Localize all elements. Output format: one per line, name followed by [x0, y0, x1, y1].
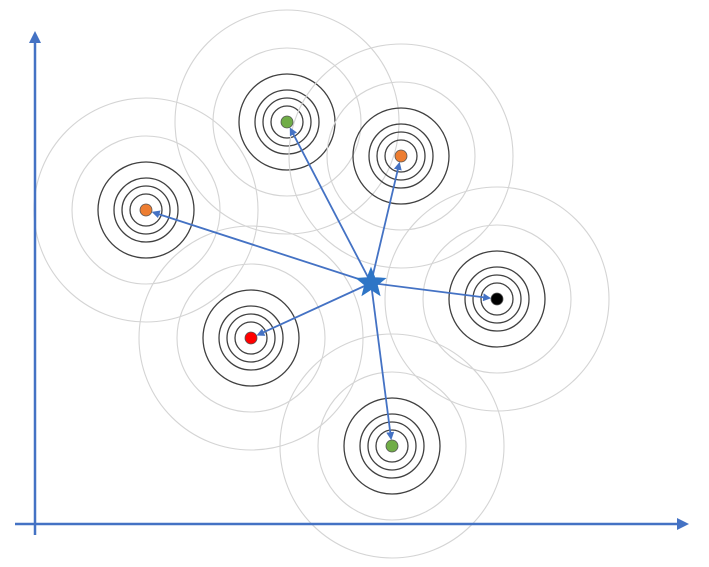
- inner-ring: [218, 305, 284, 371]
- inner-ring: [97, 161, 195, 259]
- node-orange-top-right-dot: [394, 149, 408, 163]
- node-green-top-dot: [280, 115, 294, 129]
- inner-ring: [384, 139, 418, 173]
- outer-ring: [279, 333, 505, 559]
- inner-ring: [448, 250, 546, 348]
- node-orange-top-right-rings: [288, 43, 514, 269]
- axes: [15, 31, 689, 535]
- outer-ring: [422, 224, 572, 374]
- outer-ring: [212, 47, 362, 197]
- inner-ring: [202, 289, 300, 387]
- outer-ring: [288, 43, 514, 269]
- inner-ring: [129, 193, 163, 227]
- arrow-to-node-orange-top-right: [370, 161, 402, 284]
- inner-ring: [121, 185, 171, 235]
- inner-ring: [113, 177, 179, 243]
- arrow-to-node-black-right: [370, 282, 492, 302]
- inner-ring: [368, 123, 434, 189]
- node-red-left-dot: [244, 331, 258, 345]
- star-icon: [355, 266, 387, 297]
- outer-ring: [317, 371, 467, 521]
- arrow-to-node-red-left: [256, 282, 372, 336]
- inner-ring: [343, 397, 441, 495]
- inner-ring: [367, 421, 417, 471]
- inner-ring: [226, 313, 276, 363]
- inner-ring: [270, 105, 304, 139]
- inner-ring: [234, 321, 268, 355]
- inner-ring: [464, 266, 530, 332]
- inner-ring: [375, 429, 409, 463]
- outer-ring: [176, 263, 326, 413]
- outer-ring: [384, 186, 610, 412]
- arrow-to-node-green-top: [289, 127, 372, 284]
- arrow-layer: [151, 127, 492, 441]
- inner-ring: [359, 413, 425, 479]
- arrow-to-node-orange-left: [151, 210, 372, 284]
- outer-ring: [326, 81, 476, 231]
- center-layer: [355, 266, 387, 297]
- inner-ring: [472, 274, 522, 324]
- inner-ring: [480, 282, 514, 316]
- ring-layer: [33, 9, 610, 559]
- inner-ring: [376, 131, 426, 181]
- node-layer: [139, 115, 504, 453]
- node-black-right-dot: [490, 292, 504, 306]
- node-green-bottom-rings: [279, 333, 505, 559]
- inner-ring: [254, 89, 320, 155]
- node-green-bottom-dot: [385, 439, 399, 453]
- node-orange-left-dot: [139, 203, 153, 217]
- inner-ring: [262, 97, 312, 147]
- arrow-to-node-green-bottom: [370, 282, 395, 441]
- outer-ring: [174, 9, 400, 235]
- outer-ring: [71, 135, 221, 285]
- inner-ring: [352, 107, 450, 205]
- node-black-right-rings: [384, 186, 610, 412]
